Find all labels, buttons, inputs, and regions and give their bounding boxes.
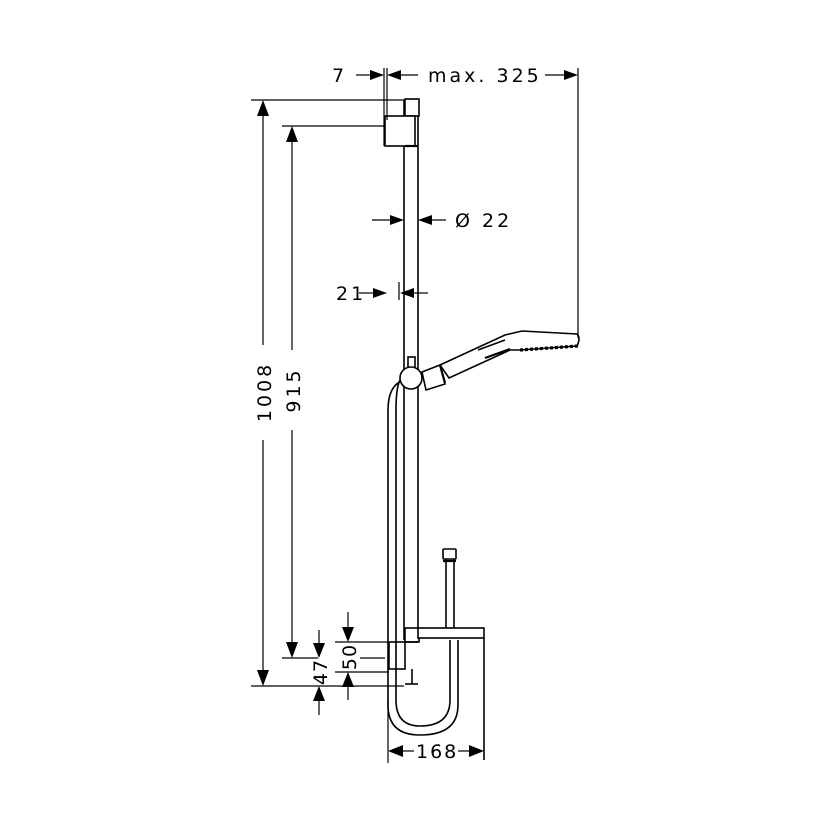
dimension-hose-outlet-width: 168 [387,700,484,763]
hand-shower [399,330,580,392]
dim-upper-bracket-offset-label: 50 [339,644,361,670]
dimension-rail-gap: 21 [336,282,428,305]
dimension-rail-diameter: Ø 22 [372,210,512,232]
dim-max-projection-label: max. 325 [428,65,542,87]
dim-wall-offset-label: 7 [332,65,347,87]
wall-outlet [417,548,485,760]
shower-hose [387,379,459,736]
dim-total-height-label: 1008 [254,362,276,422]
shower-rail [384,98,420,685]
dimension-lower-offsets: 47 50 [310,612,389,715]
dim-rail-gap-label: 21 [336,283,366,305]
dim-bracket-spacing-label: 915 [283,367,305,412]
dimension-total-height: 1008 [251,99,404,687]
dim-rail-diameter-label: Ø 22 [455,210,512,232]
dimension-bracket-spacing: 915 [282,125,384,659]
dimension-wall-offset: 7 max. 325 [332,65,579,338]
dim-hose-outlet-width-label: 168 [416,741,458,763]
dim-lower-offset-label: 47 [310,659,332,685]
